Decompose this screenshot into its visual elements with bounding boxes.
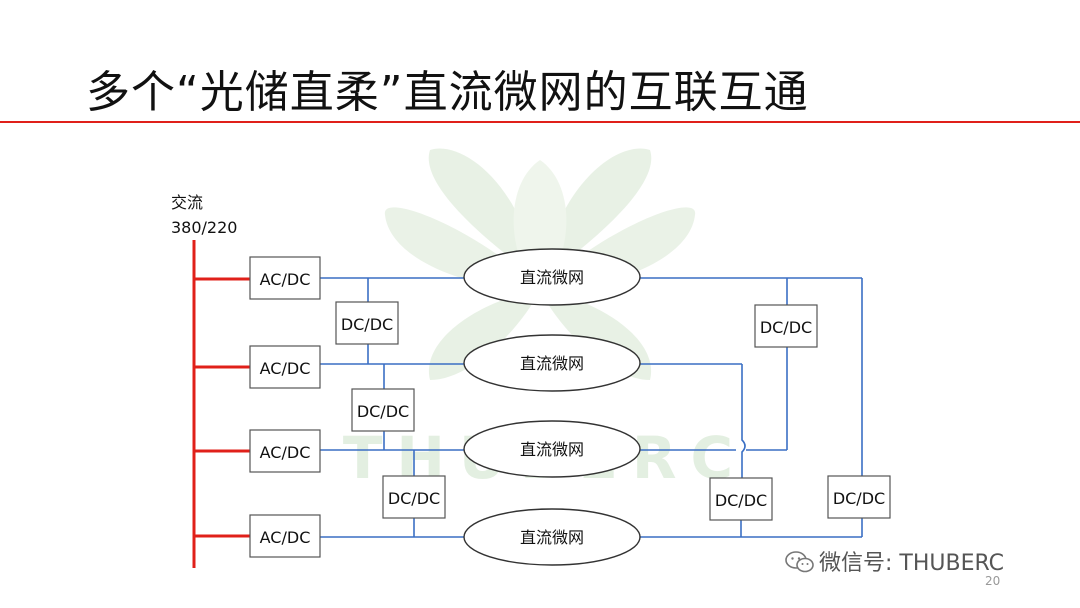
microgrid-label: 直流微网 — [520, 528, 584, 547]
dc-dc-converter-right-mid: DC/DC — [709, 477, 773, 521]
dc-dc-converter-right-far: DC/DC — [827, 475, 891, 519]
ac-dc-label: AC/DC — [260, 443, 311, 462]
dc-line-network — [320, 277, 863, 538]
wechat-icon — [785, 551, 814, 573]
ac-dc-label: AC/DC — [260, 359, 311, 378]
dc-dc-label: DC/DC — [357, 402, 409, 421]
ac-dc-label: AC/DC — [260, 528, 311, 547]
dc-dc-label: DC/DC — [341, 315, 393, 334]
dc-microgrid-3: 直流微网 — [463, 420, 641, 478]
ac-dc-converter-1: AC/DC — [249, 256, 321, 300]
dc-dc-label: DC/DC — [388, 489, 440, 508]
dc-dc-label: DC/DC — [715, 491, 767, 510]
dc-dc-converter-3-4: DC/DC — [382, 475, 446, 519]
title-divider — [0, 121, 1080, 123]
dc-microgrid-4: 直流微网 — [463, 508, 641, 566]
ac-dc-label: AC/DC — [260, 270, 311, 289]
page-number: 20 — [985, 574, 1001, 588]
dc-microgrid-1: 直流微网 — [463, 248, 641, 306]
wechat-id-text: 微信号: THUBERC — [819, 551, 1005, 576]
dc-dc-converter-right-top: DC/DC — [754, 304, 818, 348]
dc-dc-converter-2-3: DC/DC — [351, 388, 415, 432]
wechat-footer: 微信号: THUBERC — [785, 545, 1004, 577]
dc-dc-label: DC/DC — [833, 489, 885, 508]
ac-dc-converter-2: AC/DC — [249, 345, 321, 389]
dc-dc-converter-1-2: DC/DC — [335, 301, 399, 345]
ac-bus-label-voltage: 380/220 — [171, 218, 237, 237]
ac-bus-label-type: 交流 — [171, 193, 203, 212]
microgrid-label: 直流微网 — [520, 354, 584, 373]
slide-title: 多个“光储直柔”直流微网的互联互通 — [86, 67, 809, 118]
dc-dc-label: DC/DC — [760, 318, 812, 337]
microgrid-label: 直流微网 — [520, 268, 584, 287]
dc-microgrid-2: 直流微网 — [463, 334, 641, 392]
microgrid-label: 直流微网 — [520, 440, 584, 459]
ac-dc-converter-3: AC/DC — [249, 429, 321, 473]
ac-dc-converter-4: AC/DC — [249, 514, 321, 558]
